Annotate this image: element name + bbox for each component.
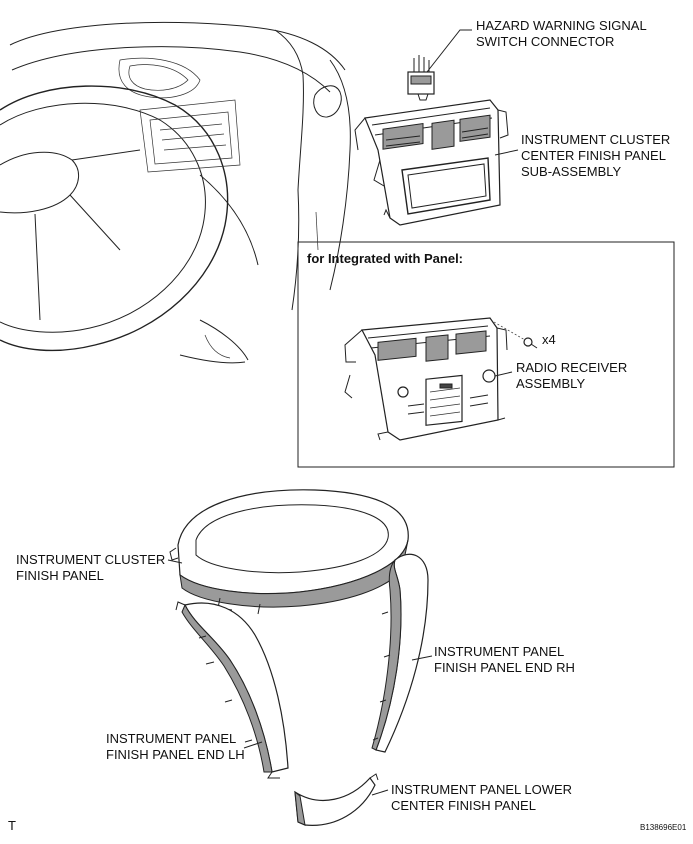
center-panel-label-line2: CENTER FINISH PANEL	[521, 148, 666, 163]
end-lh-leader-line	[243, 741, 263, 749]
radio-label-line2: ASSEMBLY	[516, 376, 585, 391]
lower-center-label-line2: CENTER FINISH PANEL	[391, 798, 536, 813]
cluster-finish-label-line1: INSTRUMENT CLUSTER	[16, 552, 165, 567]
end-rh-label-line1: INSTRUMENT PANEL	[434, 644, 564, 659]
hazard-leader-line	[426, 29, 472, 73]
end-panel-rh-drawing	[371, 553, 429, 753]
center-panel-leader-line	[494, 149, 519, 156]
center-finish-panel-drawing	[354, 99, 509, 226]
integrated-heading: for Integrated with Panel:	[307, 251, 463, 266]
dashboard-drawing	[0, 21, 351, 364]
radio-leader-line	[494, 371, 513, 377]
cluster-finish-leader-line	[167, 559, 183, 564]
end-rh-leader-line	[411, 655, 433, 661]
center-panel-label-line1: INSTRUMENT CLUSTER	[521, 132, 670, 147]
end-rh-label-line2: FINISH PANEL END RH	[434, 660, 575, 675]
hazard-label-line1: HAZARD WARNING SIGNAL	[476, 18, 647, 33]
integrated-pointer-line	[315, 211, 319, 251]
hazard-switch-connector	[407, 55, 435, 101]
screw-quantity: x4	[542, 332, 556, 347]
corner-mark: T	[8, 818, 16, 833]
hazard-label-line2: SWITCH CONNECTOR	[476, 34, 614, 49]
lower-center-label-line1: INSTRUMENT PANEL LOWER	[391, 782, 572, 797]
mounting-screw	[493, 321, 538, 349]
cluster-finish-label-line2: FINISH PANEL	[16, 568, 104, 583]
end-lh-label-line1: INSTRUMENT PANEL	[106, 731, 236, 746]
end-panel-lh-drawing	[175, 601, 289, 779]
integrated-variant-box	[297, 241, 675, 468]
figure-code: B138696E01	[640, 823, 687, 832]
radio-label-line1: RADIO RECEIVER	[516, 360, 627, 375]
center-panel-label-line3: SUB-ASSEMBLY	[521, 164, 622, 179]
lower-center-leader-line	[371, 789, 389, 796]
end-lh-label-line2: FINISH PANEL END LH	[106, 747, 245, 762]
cluster-finish-panel-drawing	[169, 489, 409, 615]
radio-receiver-drawing	[344, 317, 508, 441]
lower-center-panel-drawing	[294, 773, 379, 826]
